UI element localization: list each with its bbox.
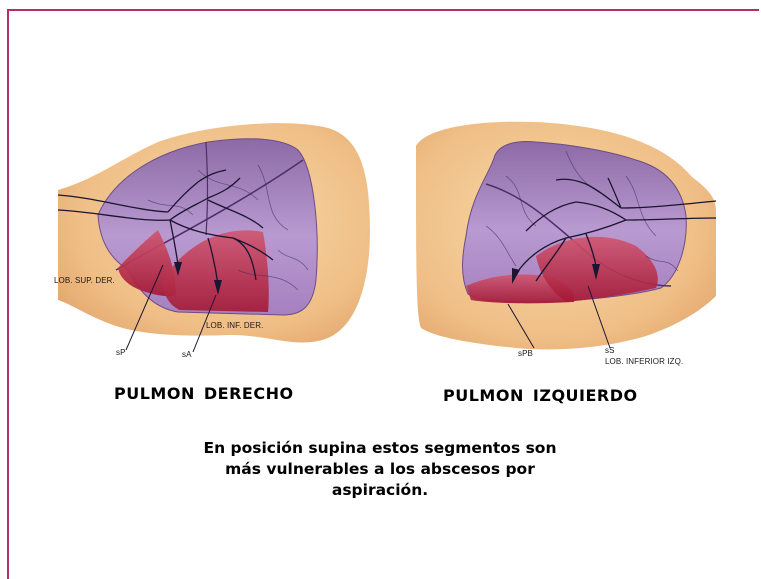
right-lung-illustration: LOB. SUP. DER. LOB. INF. DER. sP sA [58, 120, 370, 360]
left-lung-svg [416, 116, 716, 354]
caption-line-3: aspiración. [160, 480, 600, 501]
caption-line-2: más vulnerables a los abscesos por [160, 459, 600, 480]
label-sp: sP [116, 348, 126, 357]
left-lung-illustration: sPB sS LOB. INFERIOR IZQ. [416, 116, 716, 354]
label-lob-inferior-izq: LOB. INFERIOR IZQ. [605, 357, 683, 366]
title-pulmon-izquierdo: PULMON IZQUIERDO [443, 386, 638, 405]
label-sa: sA [182, 350, 192, 359]
label-lob-sup-der: LOB. SUP. DER. [54, 276, 115, 285]
caption-line-1: En posición supina estos segmentos son [160, 438, 600, 459]
label-spb: sPB [518, 349, 533, 358]
title-pulmon-derecho: PULMON DERECHO [114, 384, 294, 403]
slide-caption: En posición supina estos segmentos son m… [160, 438, 600, 501]
label-ss: sS [605, 346, 615, 355]
label-lob-inf-der: LOB. INF. DER. [206, 321, 263, 330]
